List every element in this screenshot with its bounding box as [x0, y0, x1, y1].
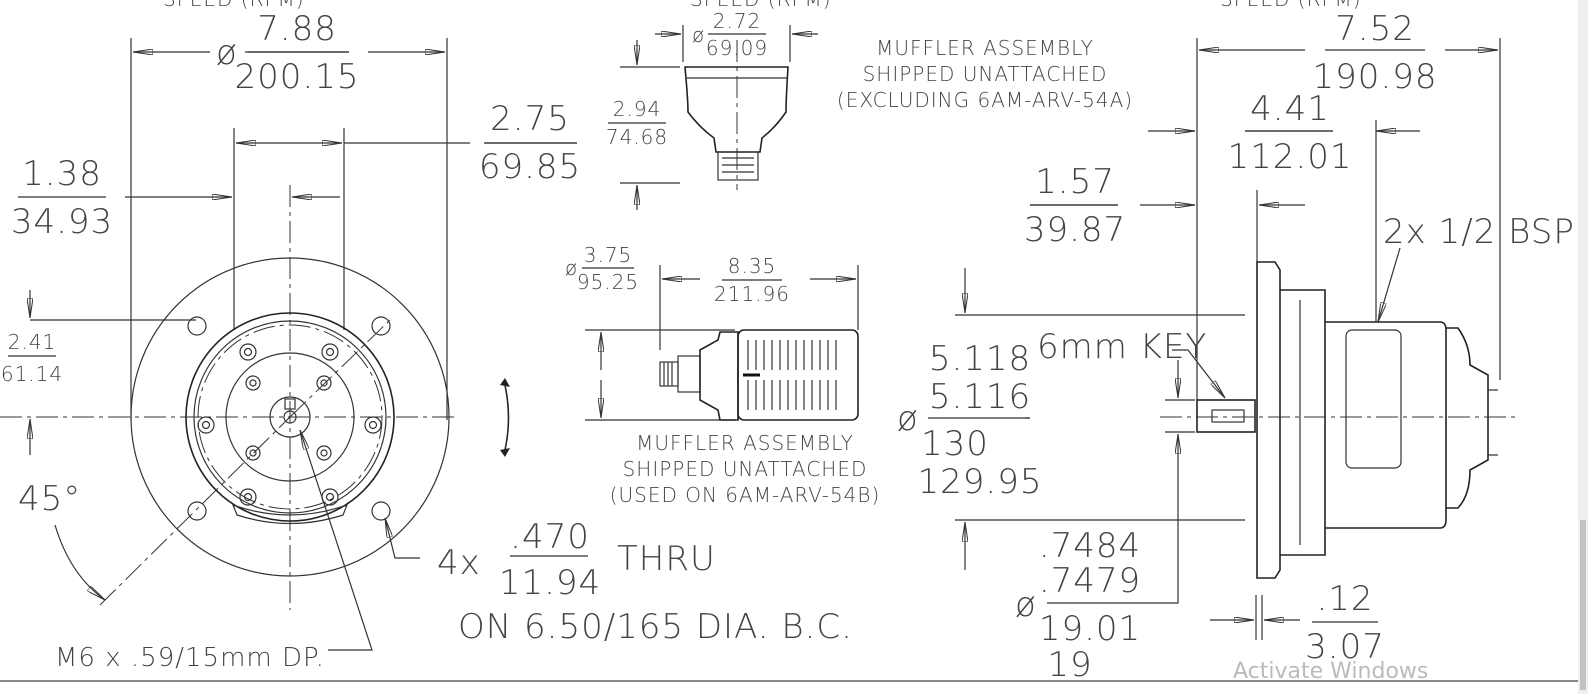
- muffler-top-dia-in: 2.72: [713, 9, 762, 33]
- rotation-arrow-icon: [504, 384, 510, 451]
- bolt-head: [197, 343, 382, 506]
- dim-offset-mm: 34.93: [11, 202, 113, 242]
- scrollbar-thumb[interactable]: [1580, 520, 1586, 690]
- shaft-dia-max-mm: 19.01: [1039, 609, 1141, 649]
- dim-body-length-in: 4.41: [1250, 89, 1330, 129]
- muffler-side-length-mm: 211.96: [714, 282, 790, 306]
- pilot-dia-min-in: 5.116: [929, 377, 1031, 417]
- shaft-dia-max-in: .7484: [1039, 526, 1141, 566]
- holes-qty: 4x: [437, 543, 481, 583]
- holes-dia-mm: 11.94: [499, 563, 601, 603]
- dim-height-mm: 61.14: [1, 362, 63, 386]
- pilot-dia-min-mm: 129.95: [918, 462, 1043, 502]
- dim-overall-length-mm: 190.98: [1313, 57, 1438, 97]
- muffler-top-note-1: MUFFLER ASSEMBLY: [876, 36, 1094, 60]
- dim-body-length-mm: 112.01: [1228, 137, 1353, 177]
- muffler-top-note-3: (EXCLUDING 6AM-ARV-54A): [837, 88, 1133, 112]
- dim-gap-in: .12: [1316, 579, 1373, 619]
- muffler-side-note-1: MUFFLER ASSEMBLY: [636, 431, 854, 455]
- tap-note: M6 x .59/15mm DP.: [55, 643, 325, 673]
- dim-offset-in: 1.38: [22, 154, 102, 194]
- shaft-dia-min-in: .7479: [1039, 561, 1141, 601]
- vertical-scrollbar[interactable]: [1578, 0, 1588, 694]
- bottom-divider: [0, 680, 1578, 682]
- muffler-top-dia-mm: 69.09: [706, 36, 768, 60]
- muffler-side-note-2: SHIPPED UNATTACHED: [623, 457, 868, 481]
- right-side-view: [928, 38, 1515, 640]
- key-note: 6mm KEY: [1037, 327, 1207, 367]
- muffler-side-dia-symbol: ø: [565, 256, 578, 280]
- holes-dia-in: .470: [510, 517, 590, 557]
- angle-label: 45°: [18, 479, 81, 519]
- muffler-top-dia-symbol: ø: [692, 23, 705, 47]
- header-fragment-mid: SPEED (RPM): [690, 0, 832, 11]
- muffler-top-note-2: SHIPPED UNATTACHED: [863, 62, 1108, 86]
- muffler-top-height-mm: 74.68: [606, 125, 668, 149]
- bolt-circle-note: ON 6.50/165 DIA. B.C.: [458, 607, 853, 647]
- holes-thru: THRU: [617, 539, 716, 579]
- dim-height-in: 2.41: [8, 330, 57, 354]
- shaft-dia-min-mm: 19: [1047, 645, 1092, 685]
- dim-outer-dia-mm: 200.15: [235, 57, 360, 97]
- mounting-hole: [187, 316, 391, 521]
- muffler-top-view: [608, 25, 818, 210]
- dim-shaft-length-in: 1.57: [1035, 162, 1115, 202]
- muffler-side-dia-in: 3.75: [584, 243, 633, 267]
- header-fragment-right: SPEED (RPM): [1220, 0, 1362, 11]
- pilot-dia-max-mm: 130: [921, 424, 989, 464]
- pilot-dia-symbol: ø: [897, 399, 919, 439]
- muffler-side-note-3: (USED ON 6AM-ARV-54B): [610, 483, 881, 507]
- muffler-top-height-in: 2.94: [613, 97, 662, 121]
- muffler-side-length-in: 8.35: [728, 254, 777, 278]
- dim-overall-length-in: 7.52: [1335, 9, 1415, 49]
- port-note: 2x 1/2 BSPP: [1383, 212, 1588, 252]
- header-fragment-left: SPEED (RPM): [163, 0, 305, 11]
- muffler-side-dia-mm: 95.25: [577, 270, 639, 294]
- dim-outer-dia-in: 7.88: [257, 9, 337, 49]
- muffler-side-view: [585, 265, 859, 421]
- dim-width-mm: 69.85: [479, 147, 581, 187]
- pilot-dia-max-in: 5.118: [929, 339, 1031, 379]
- dim-shaft-length-mm: 39.87: [1024, 210, 1126, 250]
- shaft-dia-symbol: ø: [1015, 585, 1037, 625]
- dia-symbol: ø: [216, 33, 238, 73]
- dim-gap-mm: 3.07: [1305, 627, 1385, 667]
- activate-windows-watermark: Activate Windows: [1233, 659, 1428, 684]
- dim-width-in: 2.75: [490, 99, 570, 139]
